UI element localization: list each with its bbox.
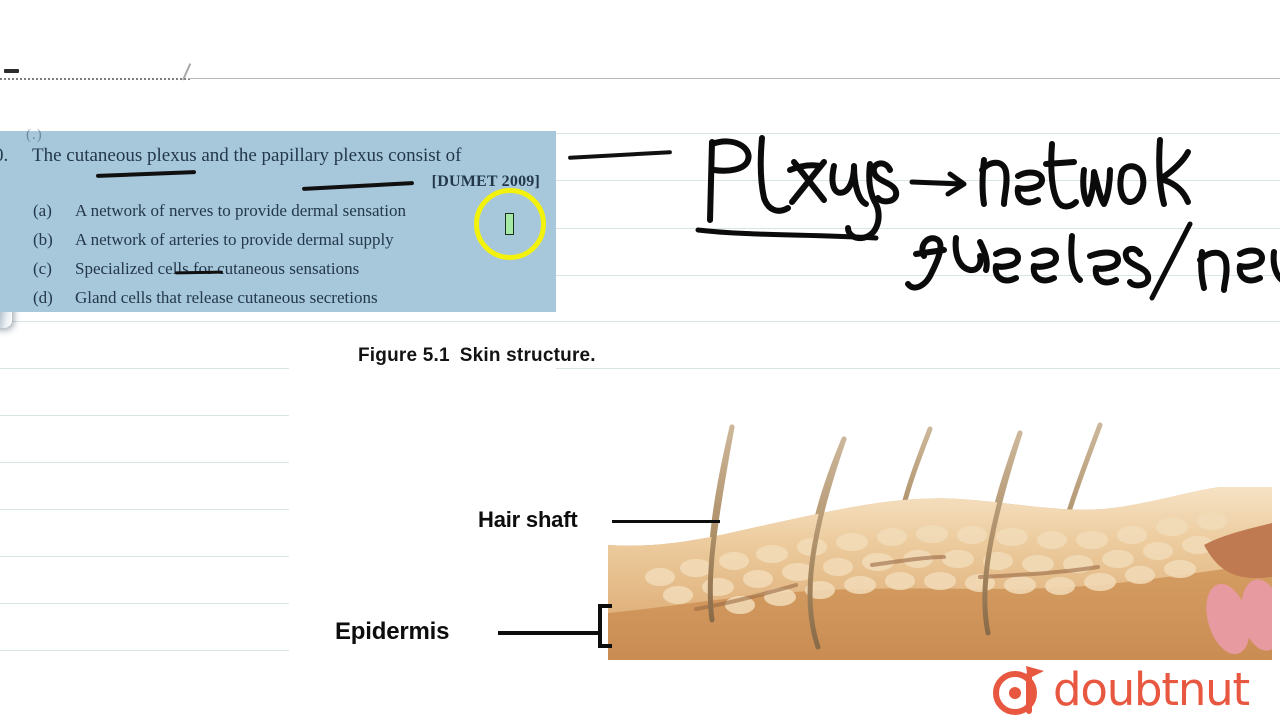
ruled-line — [556, 275, 1280, 276]
clipped-previous-option: (.) — [26, 127, 43, 143]
handwritten-note — [695, 135, 1280, 301]
doubtnut-logo-icon — [992, 663, 1044, 715]
skin-structure-illustration — [600, 395, 1280, 660]
figure-caption: Figure 5.1 Skin structure. — [358, 345, 596, 367]
ruled-line — [0, 650, 289, 651]
label-hair-shaft: Hair shaft — [478, 507, 578, 532]
leader-line-epidermis — [498, 631, 602, 635]
option-c-label: (c) — [33, 259, 52, 278]
ruled-line — [556, 133, 1280, 134]
ruled-line — [0, 603, 289, 604]
dotted-guide-line — [0, 78, 190, 80]
figure-number: Figure 5.1 — [358, 345, 450, 366]
ruled-line — [0, 368, 289, 369]
text-caret — [505, 213, 514, 235]
option-c-text: Specialized cells for cutaneous sensatio… — [75, 259, 360, 278]
option-b-label: (b) — [33, 230, 53, 249]
ruled-line — [0, 321, 1280, 322]
question-source-tag: [DUMET 2009] — [431, 173, 540, 190]
option-b-text: A network of arteries to provide dermal … — [75, 230, 394, 249]
header-rule-line — [188, 78, 1280, 79]
doubtnut-wordmark: doubtnut — [1053, 662, 1250, 716]
option-d-text: Gland cells that release cutaneous secre… — [75, 288, 378, 307]
ruled-line — [0, 509, 289, 510]
ruled-line — [556, 368, 1280, 369]
cursor-highlight-ring — [474, 188, 546, 260]
ink-leader-stroke — [567, 150, 673, 160]
option-d-label: (d) — [33, 288, 53, 307]
option-a-text: A network of nerves to provide dermal se… — [75, 201, 406, 220]
ruled-line — [0, 556, 289, 557]
option-a-label: (a) — [33, 201, 52, 220]
leader-line-hair-shaft — [612, 520, 720, 523]
question-card: (.) 0. The cutaneous plexus and the papi… — [0, 127, 556, 312]
question-number: 0. — [0, 145, 9, 166]
top-margin-tick — [4, 69, 19, 73]
label-epidermis: Epidermis — [335, 618, 450, 645]
question-stem: The cutaneous plexus and the papillary p… — [32, 145, 462, 166]
underline-cutaneous-plexus — [95, 170, 197, 178]
underline-papillary-plexus — [301, 181, 415, 191]
ruled-line — [0, 415, 289, 416]
ruled-line — [556, 228, 1280, 229]
ruled-line — [0, 462, 289, 463]
bracket-epidermis — [598, 604, 612, 648]
figure-title: Skin structure. — [459, 345, 596, 366]
doubtnut-watermark: doubtnut — [992, 662, 1250, 716]
